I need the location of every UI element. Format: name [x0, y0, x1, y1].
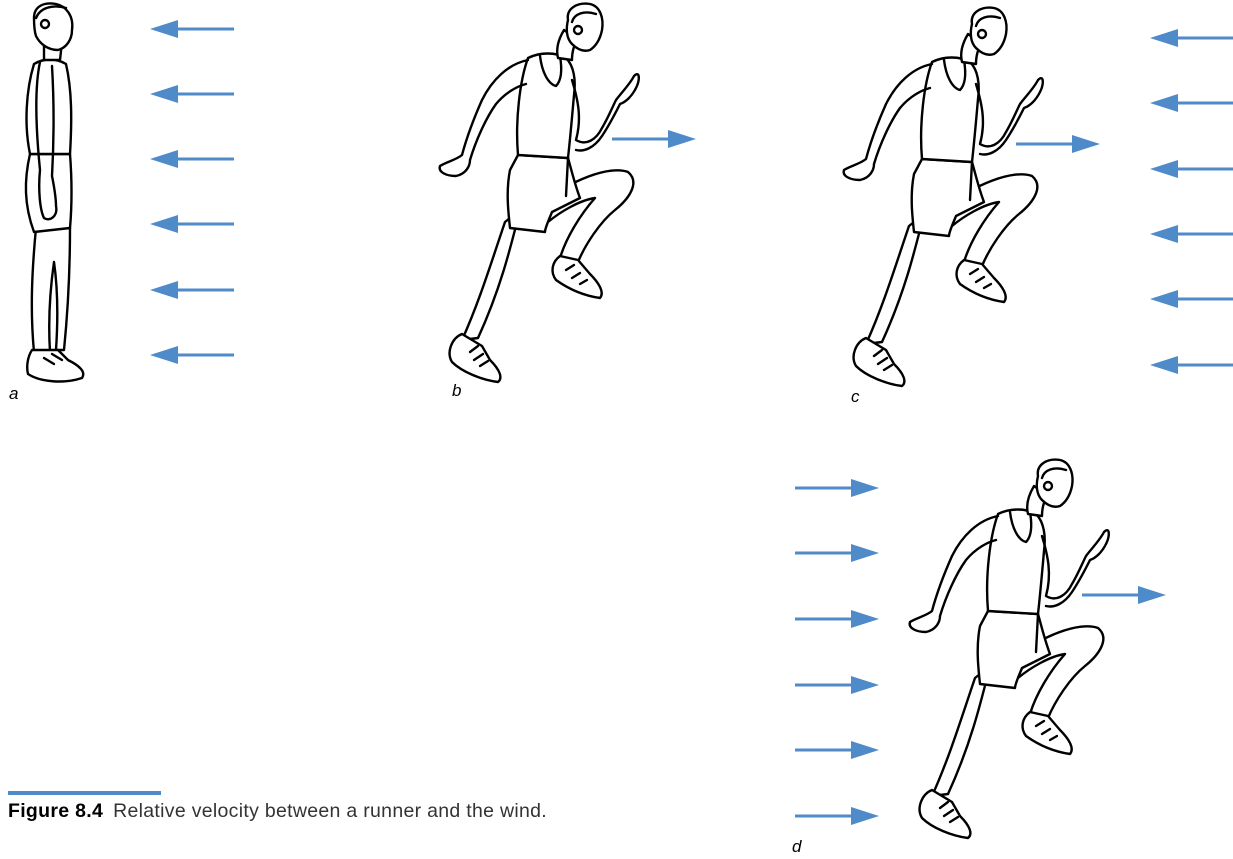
wind-arrow-left [1150, 356, 1233, 374]
figure-caption: Figure 8.4 Relative velocity between a ru… [8, 798, 608, 825]
wind-arrow-left [1150, 290, 1233, 308]
figure-caption-text: Relative velocity between a runner and t… [113, 800, 547, 822]
wind-arrow-right [795, 610, 879, 628]
wind-arrow-right [795, 807, 879, 825]
runner-velocity-arrow [1082, 586, 1166, 604]
wind-arrow-left [150, 281, 234, 299]
wind-arrow-left [150, 85, 234, 103]
wind-arrow-right [795, 741, 879, 759]
runner-figure [844, 8, 1043, 386]
wind-arrow-left [150, 346, 234, 364]
wind-arrow-left [150, 150, 234, 168]
runner-velocity-arrow [612, 130, 696, 148]
panel-c: c [844, 8, 1233, 406]
runner-figure [910, 460, 1109, 838]
wind-arrow-left [1150, 225, 1233, 243]
panel-label-d: d [792, 837, 802, 856]
wind-arrow-left [150, 20, 234, 38]
runner-velocity-arrow [1016, 135, 1100, 153]
wind-arrow-left [1150, 160, 1233, 178]
panel-a: a [9, 4, 234, 403]
wind-arrow-left [1150, 29, 1233, 47]
panel-d: d [792, 460, 1166, 856]
runner-figure [440, 4, 639, 382]
wind-arrow-right [795, 479, 879, 497]
panel-label-b: b [452, 381, 461, 400]
panel-label-c: c [851, 387, 860, 406]
wind-arrow-right [795, 676, 879, 694]
standing-person-figure [26, 4, 83, 382]
wind-arrow-right [795, 544, 879, 562]
caption-accent-rule [8, 791, 161, 795]
wind-arrow-left [1150, 94, 1233, 112]
panel-b: b [440, 4, 696, 400]
panel-label-a: a [9, 384, 18, 403]
figure-number: Figure 8.4 [8, 800, 103, 822]
wind-arrow-left [150, 215, 234, 233]
